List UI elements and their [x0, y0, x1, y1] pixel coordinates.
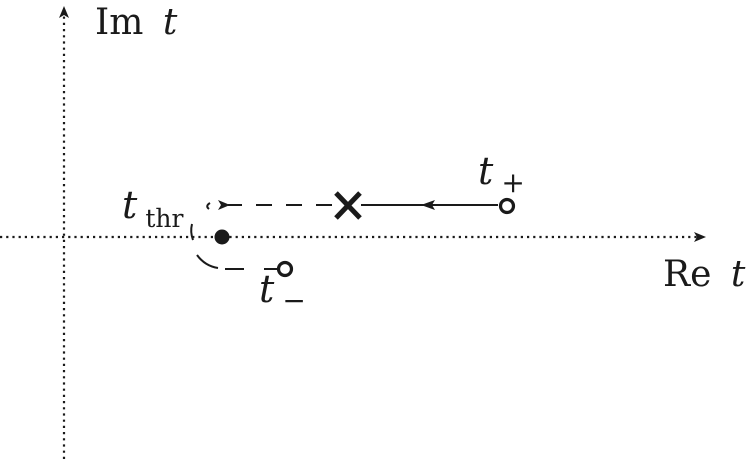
dashed-path-direction-arrow: [218, 200, 230, 210]
threshold-label: t thr: [122, 183, 184, 233]
t-minus-label: t −: [259, 267, 306, 317]
t-plus-label: t +: [478, 149, 525, 199]
threshold-side-curve: [190, 223, 194, 241]
threshold-point: [214, 229, 230, 245]
real-axis-label: Re t: [663, 254, 746, 295]
lower-curve-near-threshold: [196, 254, 219, 269]
real-axis-arrowhead: [694, 232, 706, 242]
upper-curve-near-threshold: [206, 202, 211, 210]
t-minus-point: [276, 260, 294, 278]
t-plus-point: [498, 197, 516, 215]
pole-cross-icon: [334, 191, 362, 220]
imaginary-axis-label: Im t: [95, 2, 178, 43]
imaginary-axis-arrowhead: [59, 6, 69, 18]
upper-path-direction-arrow: [421, 200, 435, 210]
